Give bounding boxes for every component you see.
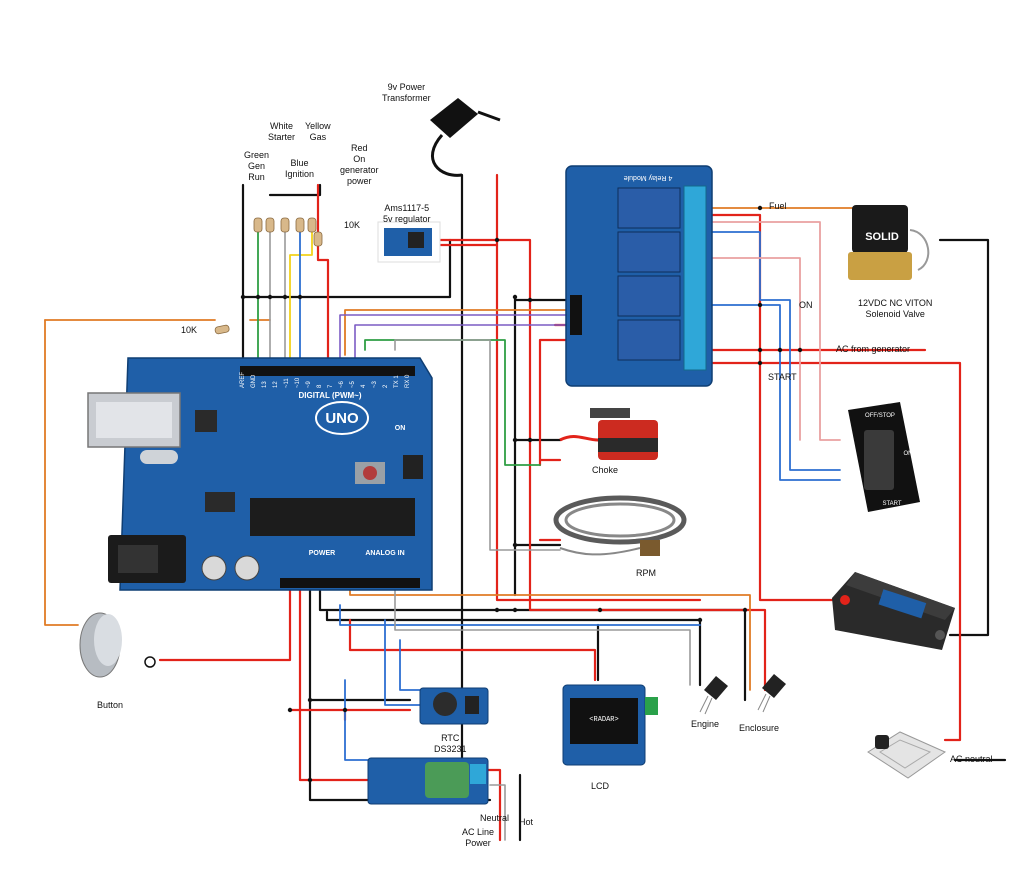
- engine-label: Engine: [691, 719, 720, 729]
- arduino-pin-label: 13: [262, 381, 268, 388]
- arduino-on-label: ON: [395, 425, 406, 432]
- switch-start-label: START: [882, 501, 901, 507]
- on-label: ON: [799, 300, 813, 310]
- blue-ignition-label: Blue Ignition: [285, 158, 314, 180]
- arduino-pin-label: ~10: [295, 377, 301, 388]
- arduino-pin-labels: AREF GND 13 12 ~11 ~10 ~9 8 7 ~6 ~5 4 ~3 2 TX 1 RX 0: [240, 372, 411, 388]
- rpm-sensor: [553, 495, 687, 556]
- arduino-digital-label: DIGITAL (PWM~): [298, 391, 361, 400]
- transformer-label-line1: 9v Power: [387, 82, 426, 92]
- button-label: Button: [97, 700, 124, 710]
- choke-label: Choke: [592, 465, 619, 475]
- red-gen-power-line1: Red: [351, 143, 368, 153]
- power-transformer: [430, 98, 501, 177]
- arduino-pin-label: 2: [383, 384, 389, 388]
- rtc-label-line1: RTC: [441, 733, 460, 743]
- solenoid-label: 12VDC NC VITON Solenoid Valve: [858, 298, 932, 320]
- wires: [44, 173, 1007, 842]
- arduino-pin-label: GND: [251, 374, 257, 388]
- red-gen-power-label: Red On generator power: [340, 143, 379, 187]
- red-gen-power-line2: On: [353, 154, 366, 164]
- ac-neutral-label: AC neutral: [950, 754, 993, 764]
- voltage-regulator-board: [377, 221, 441, 263]
- yellow-gas-label: Yellow Gas: [305, 121, 331, 143]
- blue-ignition-line1: Blue: [290, 158, 309, 168]
- green-gen-run-line2: Gen: [248, 161, 266, 171]
- regulator-label-line2: 5v regulator: [383, 214, 431, 224]
- enclosure-temp-sensor: [757, 674, 786, 713]
- battery: [832, 572, 955, 650]
- solenoid-valve: SOLID: [848, 205, 930, 280]
- current-sensor-module: [367, 757, 489, 805]
- relay-module-title: 4 Relay Module: [624, 174, 673, 181]
- resistor-10k-left-label: 10K: [181, 325, 198, 335]
- green-gen-run-label: Green Gen Run: [244, 150, 269, 183]
- ac-line-power-line2: Power: [465, 838, 491, 848]
- neutral-label: Neutral: [480, 813, 510, 823]
- arduino-pin-label: ~9: [306, 380, 312, 388]
- yellow-gas-line1: Yellow: [305, 121, 331, 131]
- arduino-power-label: POWER: [309, 550, 335, 557]
- rtc-label-line2: DS3231: [434, 744, 467, 754]
- ac-from-generator-label: AC from generator: [836, 344, 911, 354]
- white-starter-line2: Starter: [268, 132, 296, 142]
- fuel-label: Fuel: [769, 201, 787, 211]
- start-label: START: [768, 372, 797, 382]
- resistor-10k-top-label: 10K: [344, 220, 361, 230]
- regulator-label: Ams1117-5 5v regulator: [383, 203, 431, 225]
- transformer-label-line2: Transformer: [382, 93, 431, 103]
- hot-label: Hot: [519, 817, 534, 827]
- arduino-analog-label: ANALOG IN: [365, 550, 404, 557]
- rtc-module: [419, 687, 489, 725]
- arduino-pin-label: ~11: [284, 378, 290, 388]
- regulator-label-line1: Ams1117-5: [384, 203, 430, 213]
- lcd-label: LCD: [591, 781, 610, 791]
- solenoid-label-line2: Solenoid Valve: [865, 309, 925, 319]
- red-gen-power-line4: power: [347, 176, 372, 186]
- arduino-pin-label: ~5: [350, 380, 356, 388]
- white-starter-line1: White: [270, 121, 294, 131]
- arduino-pin-label: AREF: [240, 372, 246, 388]
- arduino-uno-logo: UNO: [325, 410, 359, 427]
- switch-on-label: ON: [904, 451, 913, 457]
- transformer-label: 9v Power Transformer: [382, 82, 431, 104]
- switch-offstop-label: OFF/STOP: [865, 413, 895, 419]
- arduino-uno-board: UNO DIGITAL (PWM~) POWER ANALOG IN ON AR…: [87, 357, 433, 591]
- engine-temp-sensor: [699, 676, 728, 715]
- exhaust-fan: [867, 731, 947, 779]
- oled-lcd-module: <RADAR>: [562, 684, 658, 766]
- relay-module: 4 Relay Module: [565, 165, 713, 387]
- resistors: [214, 217, 323, 335]
- enclosure-label: Enclosure: [739, 723, 780, 733]
- arduino-pin-label: ~6: [339, 380, 345, 388]
- arduino-pin-label: ~3: [372, 380, 378, 388]
- green-gen-run-line3: Run: [248, 172, 265, 182]
- yellow-gas-line2: Gas: [309, 132, 327, 142]
- solenoid-brand-text: SOLID: [865, 231, 899, 243]
- ac-line-power-line1: AC Line: [462, 827, 495, 837]
- ignition-rocker-switch: OFF/STOP ON START: [848, 402, 920, 512]
- push-button: [79, 612, 156, 678]
- rtc-label: RTC DS3231: [434, 733, 467, 755]
- green-gen-run-line1: Green: [244, 150, 270, 160]
- solenoid-label-line1: 12VDC NC VITON: [858, 298, 933, 308]
- arduino-pin-label: 12: [273, 381, 279, 388]
- white-starter-label: White Starter: [268, 121, 295, 143]
- red-gen-power-line3: generator: [340, 165, 379, 175]
- arduino-pin-label: 4: [361, 384, 367, 388]
- lcd-screen-text: <RADAR>: [589, 716, 618, 724]
- rpm-label: RPM: [636, 568, 656, 578]
- arduino-pin-label: RX 0: [405, 374, 411, 388]
- arduino-pin-label: 7: [328, 384, 334, 388]
- arduino-pin-label: TX 1: [394, 375, 400, 388]
- blue-ignition-line2: Ignition: [285, 169, 315, 179]
- choke-servo: [559, 408, 658, 460]
- ac-line-power-label: AC Line Power: [462, 827, 494, 849]
- arduino-pin-label: 8: [317, 384, 323, 388]
